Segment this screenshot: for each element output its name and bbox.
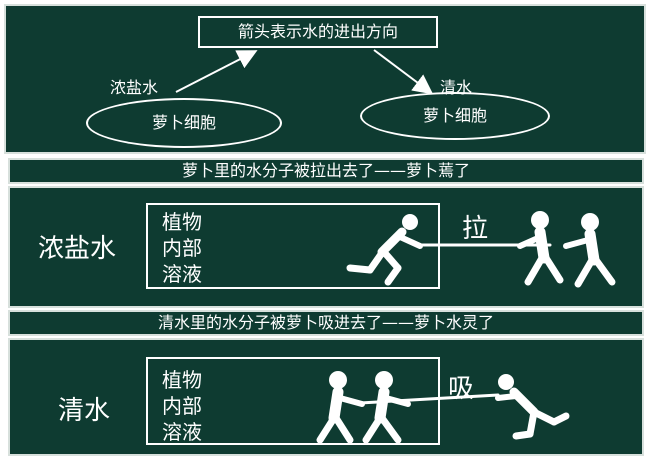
left-cell-label: 萝卜细胞 [151, 113, 216, 132]
rope-icon [358, 393, 500, 405]
panel2-inner-box [146, 357, 440, 445]
arrow-icon [373, 49, 434, 95]
panel1-caption: 萝卜里的水分子被拉出去了——萝卜蔫了 [8, 158, 644, 184]
panel1-inner-line-2: 内部 [162, 236, 202, 260]
left-cell-ellipse: 萝卜细胞 [86, 98, 282, 148]
running-figure-icon [346, 214, 423, 286]
pulling-figures-icon [316, 371, 411, 444]
right-cell-ellipse: 萝卜细胞 [360, 92, 550, 140]
panel2-solution-label: 清水 [58, 396, 111, 426]
running-figure-icon [495, 374, 570, 440]
top-arrows [175, 49, 434, 95]
panel1-action-label: 拉 [462, 214, 489, 244]
panel2-inner-line-2: 内部 [162, 394, 202, 418]
pulling-figures-icon [517, 211, 616, 288]
panel2-inner-line-1: 植物 [162, 368, 202, 392]
panel1-solution-label: 浓盐水 [38, 234, 117, 264]
panel1-inner-line-3: 溶液 [162, 262, 202, 286]
panel2-caption: 清水里的水分子被萝卜吸进去了——萝卜水灵了 [8, 310, 644, 336]
panel2-inner-line-3: 溶液 [162, 420, 202, 444]
arrow-note: 箭头表示水的进出方向 [237, 22, 398, 41]
arrow-icon [175, 50, 258, 93]
left-solution-label: 浓盐水 [110, 78, 159, 97]
panel1-inner-line-1: 植物 [162, 210, 202, 234]
right-cell-label: 萝卜细胞 [422, 106, 487, 125]
arrow-note-box [198, 16, 438, 48]
